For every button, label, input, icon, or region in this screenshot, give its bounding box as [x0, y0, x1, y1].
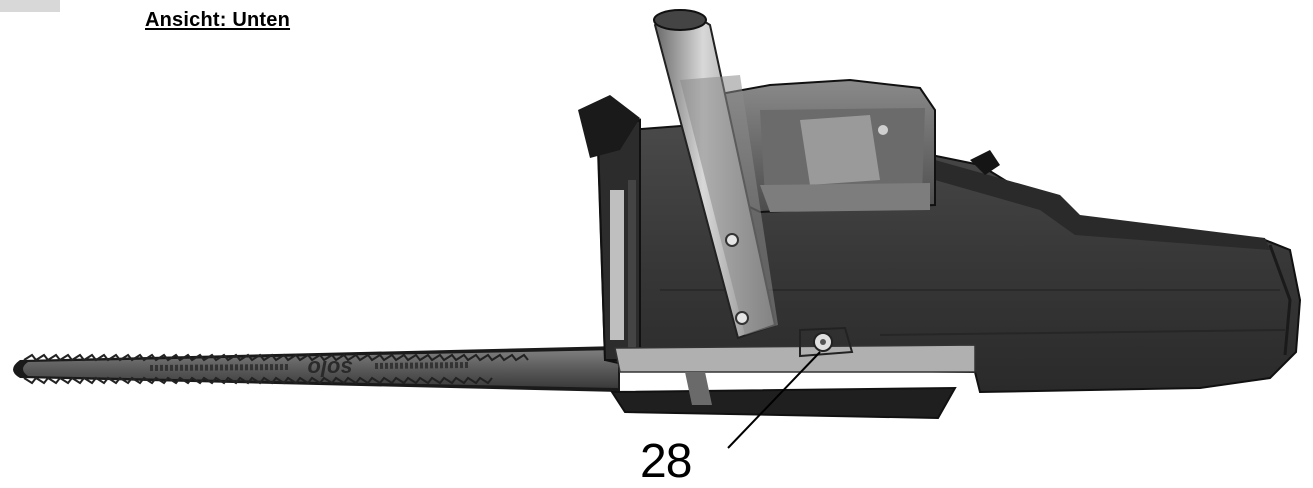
- front-handle: [653, 9, 778, 340]
- view-title: Ansicht: Unten: [145, 9, 291, 31]
- page-corner-mark: [0, 0, 60, 12]
- bar-mount-plate: [610, 326, 976, 420]
- top-cover: [714, 78, 1000, 214]
- bar-brand-lettering: solo: [307, 356, 352, 381]
- guide-bar: solo: [13, 346, 620, 392]
- callout-number: 28: [640, 435, 692, 488]
- callout-leader-line: [727, 351, 821, 449]
